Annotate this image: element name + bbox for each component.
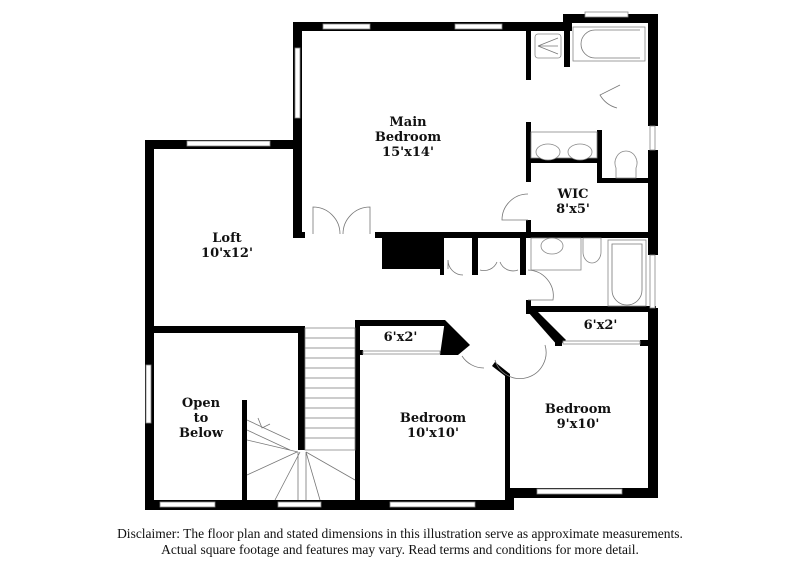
windows xyxy=(145,11,656,508)
room-dimensions: 8'x5' xyxy=(556,202,590,217)
room-name-line: Bedroom xyxy=(374,130,442,145)
room-label-bedroom-3: Bedroom 9'x10' xyxy=(538,402,618,432)
room-label-closet-3: 6'x2' xyxy=(573,318,628,333)
room-name-line: to xyxy=(193,411,209,426)
disclaimer-line-2: Actual square footage and features may v… xyxy=(161,542,639,557)
room-name-line: Open xyxy=(181,396,221,411)
room-dimensions: 6'x2' xyxy=(583,318,618,333)
staircase xyxy=(246,327,356,501)
room-label-bedroom-2: Bedroom 10'x10' xyxy=(393,411,473,441)
room-name-line: Bedroom xyxy=(399,411,467,426)
room-name-line: Below xyxy=(178,426,224,441)
room-name-line: Loft xyxy=(212,231,242,246)
doors xyxy=(312,84,621,379)
disclaimer: Disclaimer: The floor plan and stated di… xyxy=(0,526,800,558)
room-label-loft: Loft 10'x12' xyxy=(192,231,262,261)
room-dimensions: 10'x10' xyxy=(407,426,459,441)
disclaimer-line-1: Disclaimer: The floor plan and stated di… xyxy=(117,526,683,541)
room-dimensions: 10'x12' xyxy=(201,246,253,261)
room-name-line: WIC xyxy=(557,187,589,202)
room-dimensions: 9'x10' xyxy=(556,417,600,432)
room-dimensions: 15'x14' xyxy=(382,145,434,160)
interior-walls xyxy=(145,22,658,500)
room-label-main-bedroom: Main Bedroom 15'x14' xyxy=(368,115,448,160)
room-label-open-to-below: Open to Below xyxy=(173,396,229,441)
fixtures xyxy=(530,26,647,307)
room-name-line: Bedroom xyxy=(544,402,612,417)
room-label-wic: WIC 8'x5' xyxy=(548,187,598,217)
room-dimensions: 6'x2' xyxy=(383,330,418,345)
room-label-closet-2: 6'x2' xyxy=(373,330,428,345)
room-name-line: Main xyxy=(389,115,427,130)
